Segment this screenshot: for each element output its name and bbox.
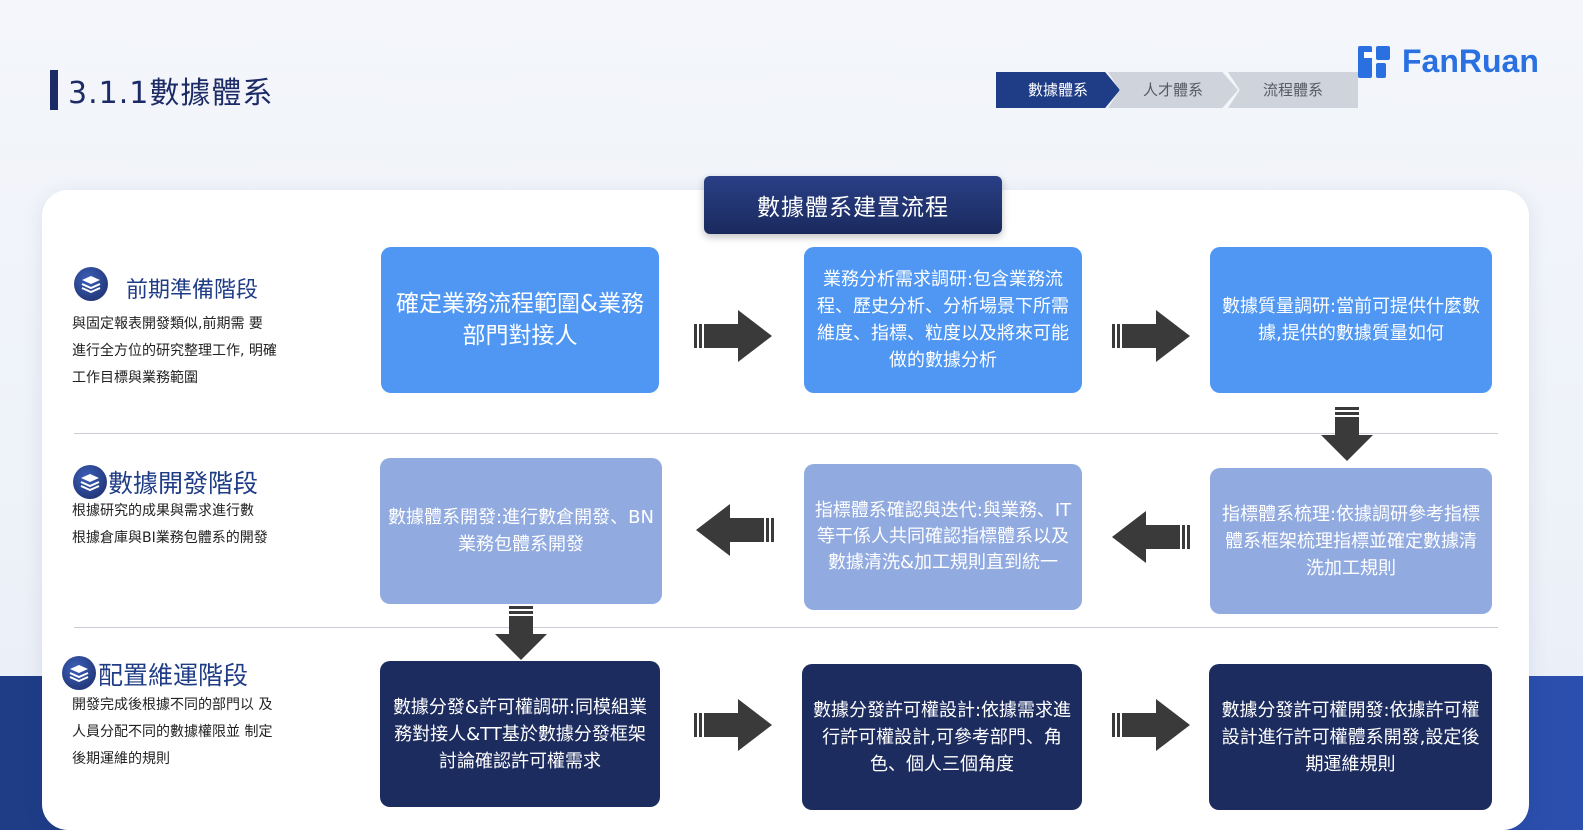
stage-divider-1	[74, 433, 1498, 434]
breadcrumb: 數據體系 人才體系 流程體系	[996, 72, 1358, 108]
step-text: 確定業務流程範圍&業務部門對接人	[396, 291, 644, 349]
step-permission-development: 數據分發許可權開發:依據許可權設計進行許可權體系開發,設定後期運維規則	[1209, 664, 1492, 810]
stage-desc-line: 工作目標與業務範圍	[72, 370, 198, 386]
arrow-right-icon	[1112, 310, 1190, 362]
arrow-down-icon	[1321, 407, 1373, 461]
layers-icon	[73, 465, 107, 499]
step-permission-research: 數據分發&許可權調研:同模組業務對接人&TT基於數據分發框架討論確認許可權需求	[380, 661, 660, 807]
stage-desc-development: 根據研究的成果與需求進行數 根據倉庫與BI業務包體系的開發	[72, 498, 268, 552]
arrow-left-icon	[696, 504, 774, 556]
step-text: 業務分析需求調研:包含業務流程、歷史分析、分析場景下所需維度、指標、粒度以及將來…	[817, 269, 1069, 371]
step-metric-system-confirmation: 指標體系確認與迭代:與業務、IT等干係人共同確認指標體系以及數據清洗&加工規則直…	[804, 464, 1082, 610]
step-business-requirement-research: 業務分析需求調研:包含業務流程、歷史分析、分析場景下所需維度、指標、粒度以及將來…	[804, 247, 1082, 393]
breadcrumb-item-data-system[interactable]: 數據體系	[996, 72, 1120, 108]
page-title: 3.1.1數據體系	[50, 68, 273, 112]
step-permission-design: 數據分發許可權設計:依據需求進行許可權設計,可參考部門、角色、個人三個角度	[802, 664, 1082, 810]
stage-desc-operations: 開發完成後根據不同的部門以 及 人員分配不同的數據權限並 制定 後期運維的規則	[72, 692, 272, 773]
breadcrumb-item-talent-system[interactable]: 人才體系	[1108, 72, 1238, 108]
stage-desc-line: 根據研究的成果與需求進行數	[72, 503, 254, 519]
stage-desc-line: 根據倉庫與BI業務包體系的開發	[72, 530, 268, 546]
arrow-right-icon	[694, 699, 772, 751]
stage-desc-line: 開發完成後根據不同的部門以 及	[72, 697, 273, 713]
stage-title-development: 數據開發階段	[108, 469, 259, 498]
step-text: 數據體系開發:進行數倉開發、BN業務包體系開發	[388, 507, 654, 555]
stage-desc-line: 與固定報表開發類似,前期需 要	[72, 316, 263, 332]
stage-desc-line: 後期運維的規則	[72, 751, 170, 767]
breadcrumb-item-process-system[interactable]: 流程體系	[1228, 72, 1358, 108]
step-data-system-development: 數據體系開發:進行數倉開發、BN業務包體系開發	[380, 458, 662, 604]
layers-icon	[74, 267, 108, 301]
arrow-right-icon	[694, 310, 772, 362]
flow-title-banner: 數據體系建置流程	[704, 176, 1002, 234]
arrow-down-icon	[495, 606, 547, 660]
stage-desc-line: 人員分配不同的數據權限並 制定	[72, 724, 273, 740]
title-accent-bar	[50, 70, 58, 110]
step-metric-system-sorting: 指標體系梳理:依據調研參考指標體系框架梳理指標並確定數據清洗加工規則	[1210, 468, 1492, 614]
arrow-left-icon	[1112, 511, 1190, 563]
step-data-quality-research: 數據質量調研:當前可提供什麼數據,提供的數據質量如何	[1210, 247, 1492, 393]
stage-desc-line: 進行全方位的研究整理工作, 明確	[72, 343, 277, 359]
step-text: 指標體系梳理:依據調研參考指標體系框架梳理指標並確定數據清洗加工規則	[1221, 503, 1481, 579]
step-text: 數據分發許可權開發:依據許可權設計進行許可權體系開發,設定後期運維規則	[1221, 699, 1480, 775]
stage-title-operations: 配置維運階段	[98, 661, 249, 690]
stage-title-preparation: 前期準備階段	[126, 278, 259, 303]
step-text: 指標體系確認與迭代:與業務、IT等干係人共同確認指標體系以及數據清洗&加工規則直…	[814, 500, 1072, 573]
arrow-right-icon	[1112, 699, 1190, 751]
stage-divider-2	[74, 627, 1498, 628]
layers-icon	[62, 656, 96, 690]
fanruan-logo: FanRuan	[1356, 42, 1539, 80]
step-text: 數據分發&許可權調研:同模組業務對接人&TT基於數據分發框架討論確認許可權需求	[392, 696, 648, 772]
step-text: 數據質量調研:當前可提供什麼數據,提供的數據質量如何	[1221, 296, 1481, 344]
step-text: 數據分發許可權設計:依據需求進行許可權設計,可參考部門、角色、個人三個角度	[812, 699, 1072, 775]
page-title-text: 3.1.1數據體系	[68, 76, 274, 111]
logo-text: FanRuan	[1402, 42, 1539, 79]
stage-desc-preparation: 與固定報表開發類似,前期需 要 進行全方位的研究整理工作, 明確 工作目標與業務…	[72, 311, 277, 392]
logo-mark-icon	[1358, 46, 1390, 78]
step-define-process-scope: 確定業務流程範圍&業務部門對接人	[381, 247, 659, 393]
